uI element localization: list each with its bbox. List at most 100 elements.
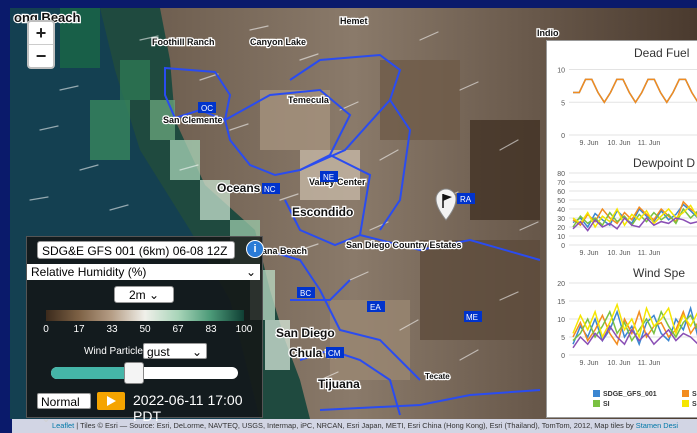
zone-bc[interactable]: BC [297,287,315,298]
control-panel: SDG&E GFS 001 (6km) 06-08 12Z ⌄ Relative… [26,236,263,425]
y-tick-label: 20 [557,281,565,288]
legend-swatch [593,390,600,397]
svg-text:CM: CM [328,349,341,358]
zoom-in-button[interactable]: + [35,23,47,43]
svg-text:ME: ME [466,313,478,322]
y-tick-label: 0 [561,243,565,250]
place-indio: Indio [537,28,559,38]
series-line [573,78,697,104]
colorbar-tick: 17 [73,324,85,335]
x-tick-label: 10. Jun [608,140,631,147]
time-slider-handle[interactable] [124,362,145,384]
series-line [572,309,697,346]
chart-title: Wind Spe [633,266,685,280]
place-oceanside: Oceans [217,181,261,195]
y-tick-label: 10 [557,68,565,75]
legend-label: SDGE_NAM_001 [692,391,697,398]
stamen-link[interactable]: Stamen Desi [635,421,679,430]
y-tick-label: 15 [557,299,565,306]
colorbar [46,310,244,321]
place-tecate: Tecate [425,372,450,381]
place-san-clemente: San Clemente [163,115,223,125]
wind-particles-label: Wind Particles: [84,346,151,357]
attribution-text: | Tiles © Esri — Source: Esri, DeLorme, … [74,421,636,430]
x-tick-label: 9. Jun [579,360,598,367]
level-select[interactable]: 2m ⌄ [114,286,174,303]
svg-text:NE: NE [323,173,334,182]
y-tick-label: 10 [557,317,565,324]
series-line [572,216,697,232]
play-button[interactable] [97,392,125,410]
svg-text:RA: RA [460,195,472,204]
svg-text:OC: OC [201,104,213,113]
place-hemet: Hemet [340,16,368,26]
variable-select[interactable]: Relative Humidity (%)⌄ [27,264,260,280]
chart-title: Dewpoint D [633,156,695,170]
legend-label: SDGE_GFS_001 [603,391,657,398]
legend-swatch [593,400,600,407]
series-line [572,204,697,229]
zoom-out-button[interactable]: − [29,44,53,67]
y-tick-label: 5 [561,335,565,342]
attribution: Leaflet | Tiles © Esri — Source: Esri, D… [12,419,697,433]
x-tick-label: 11. Jun [638,250,661,257]
series-line [572,302,697,340]
legend-label: SI [692,401,697,408]
x-tick-label: 11. Jun [638,140,661,147]
chevron-down-icon: ⌄ [245,265,256,279]
zone-ea[interactable]: EA [367,301,385,312]
place-canyon-lake: Canyon Lake [250,37,306,47]
colorbar-tick: 100 [235,324,253,335]
svg-text:NC: NC [264,185,276,194]
y-tick-label: 5 [561,100,565,107]
speed-select[interactable]: Normal ⌄ [37,393,91,425]
place-escondido: Escondido [292,205,353,219]
colorbar-tick: 33 [106,324,118,335]
region-borders [164,53,541,416]
x-tick-label: 9. Jun [579,140,598,147]
zone-me[interactable]: ME [464,311,482,322]
zone-nc[interactable]: NC [262,183,280,194]
zone-ra[interactable]: RA [457,193,475,204]
y-tick-label: 10 [557,234,565,241]
x-tick-label: 9. Jun [579,250,598,257]
y-tick-label: 70 [557,180,565,187]
x-tick-label: 10. Jun [608,360,631,367]
time-slider-fill [51,367,134,379]
zone-ne[interactable]: NE [320,171,338,182]
zone-cm[interactable]: CM [326,347,344,358]
leaflet-link[interactable]: Leaflet [52,421,75,430]
y-tick-label: 50 [557,198,565,205]
time-slider[interactable] [51,362,238,384]
series-line [572,207,697,228]
location-marker-icon[interactable] [435,188,457,221]
place-foothill-ranch: Foothill Ranch [152,37,215,47]
chevron-down-icon: ⌄ [41,411,52,425]
wind-particles [29,25,539,381]
wind-particles-select[interactable]: gust⌄ [143,343,207,359]
place-san-diego: San Diego [276,326,335,340]
y-tick-label: 0 [561,133,565,140]
chevron-down-icon: ⌄ [148,288,160,302]
series-line [572,324,697,349]
place-tijuana: Tijuana [318,377,360,391]
colorbar-tick: 0 [43,324,49,335]
y-tick-label: 20 [557,225,565,232]
y-tick-label: 0 [561,353,565,360]
colorbar-tick: 50 [139,324,151,335]
legend-swatch [682,390,689,397]
svg-text:BC: BC [300,289,311,298]
zone-oc[interactable]: OC [198,102,216,113]
x-tick-label: 11. Jun [638,360,661,367]
info-icon[interactable]: i [246,240,264,258]
legend-swatch [682,400,689,407]
model-select[interactable]: SDG&E GFS 001 (6km) 06-08 12Z ⌄ [37,241,235,276]
place-chula-vista: Chula ta [289,346,337,360]
chart-title: Dead Fuel [634,46,689,60]
chevron-down-icon: ⌄ [191,345,202,359]
y-tick-label: 40 [557,207,565,214]
